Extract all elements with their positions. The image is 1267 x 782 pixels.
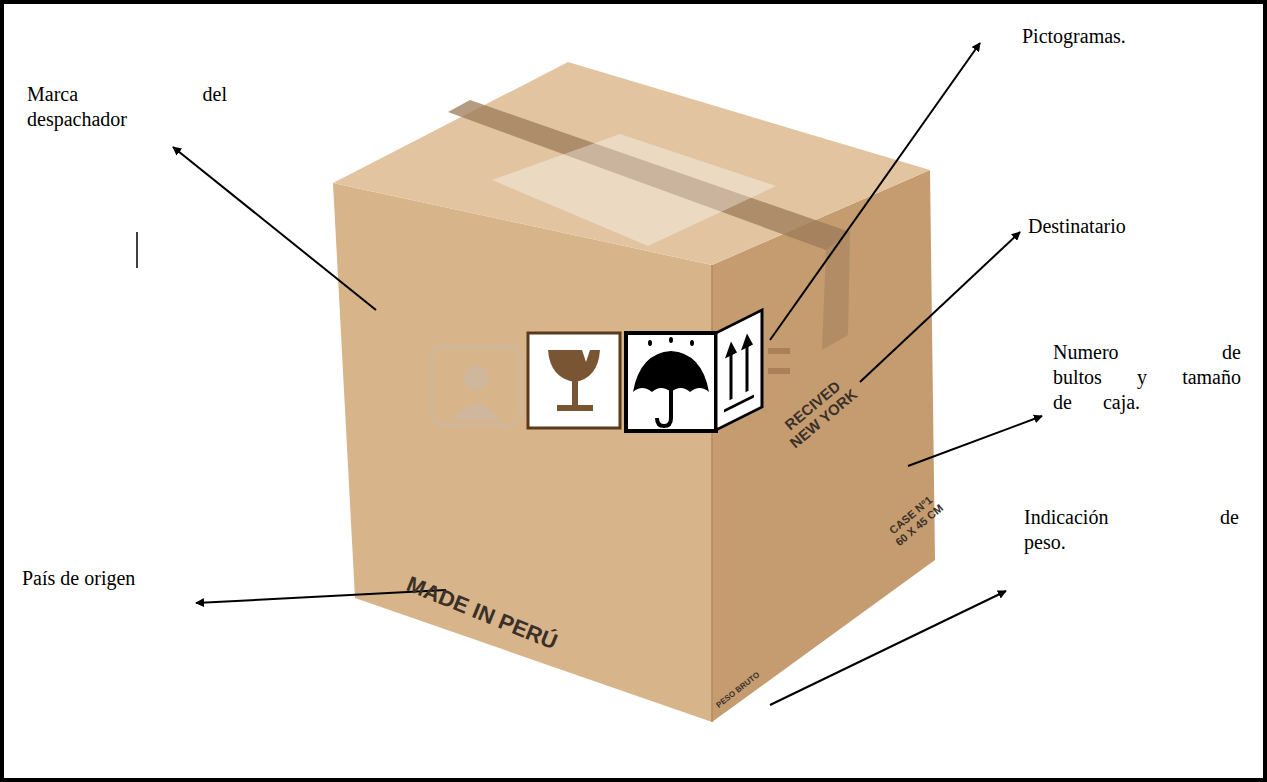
tape-strip [822,232,850,350]
callout-label: Pictogramas. [1022,24,1126,49]
weight-mark: PESO BRUTO [708,665,769,715]
camera-watermark [432,347,520,425]
callout-label: País de origen [22,566,135,591]
watermark-frame [432,347,520,425]
rain-drop [648,340,652,346]
origin-mark: MADE IN PERÚ [389,566,575,661]
watermark-body [452,404,500,420]
leader-line [770,591,1006,705]
up-arrow-head [741,331,753,351]
up-arrow [729,354,732,400]
this-way-up-pictogram [716,310,762,430]
watermark-head [464,366,488,390]
tape-strip [448,100,850,250]
umbrella-handle [657,390,671,426]
glass-stem [572,381,578,407]
fragile-pictogram [528,333,620,428]
keep-dry-pictogram [626,333,716,431]
box-top-face [333,62,930,265]
callout-label: Indicación de peso. [1024,505,1239,555]
box-tab [768,348,790,354]
recipient-mark: RECIVED NEW YORK [772,369,865,455]
callout-label: Destinatario [1028,214,1126,239]
callout-label: Numero de bultos y tamaño de caja. [1053,340,1241,415]
glass-base [557,405,593,411]
up-arrow-head [725,339,737,359]
leader-line [860,232,1020,382]
box-right-face [712,170,935,722]
leader-line [173,147,376,310]
base-line [724,396,754,411]
umbrella-canopy [633,351,709,392]
box-left-face [333,183,712,722]
rain-drop [690,340,694,346]
up-arrow [745,346,748,392]
glass-crack [582,350,590,362]
leader-line [908,416,1042,466]
leader-line [770,43,980,340]
box-tab [768,368,790,374]
case-mark: CASE N°1 60 X 45 CM [883,490,947,549]
pictogram-frame [716,310,762,430]
pictogram-frame [626,333,716,431]
callout-label: Marca del despachador [27,82,227,132]
rain-drop [669,337,673,343]
cursor-mark [136,232,138,268]
clear-tape-piece [492,134,776,246]
pictogram-frame [528,333,620,428]
glass-bowl [548,350,600,382]
